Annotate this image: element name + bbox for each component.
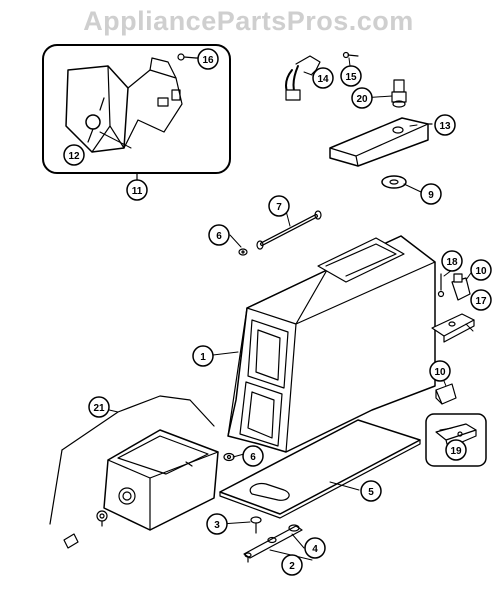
nut-6-upper-part[interactable] bbox=[238, 248, 248, 256]
rod-7-part[interactable] bbox=[256, 210, 322, 250]
bracket-17-part[interactable] bbox=[431, 313, 475, 343]
callout-12[interactable]: 12 bbox=[63, 144, 85, 166]
spacer-4-part[interactable] bbox=[267, 524, 300, 544]
knob-fastener-part[interactable] bbox=[96, 510, 108, 527]
callout-15[interactable]: 15 bbox=[340, 65, 362, 87]
callout-16[interactable]: 16 bbox=[197, 48, 219, 70]
svg-text:10: 10 bbox=[475, 266, 487, 277]
screw-16-part[interactable] bbox=[177, 53, 199, 61]
screw-15-part[interactable] bbox=[342, 51, 359, 59]
svg-text:17: 17 bbox=[475, 296, 487, 307]
svg-text:1: 1 bbox=[200, 352, 206, 363]
callout-17[interactable]: 17 bbox=[470, 289, 492, 311]
callout-19[interactable]: 19 bbox=[445, 439, 467, 461]
callout-1[interactable]: 1 bbox=[192, 345, 214, 367]
svg-text:11: 11 bbox=[132, 186, 143, 197]
washer-9-part[interactable] bbox=[381, 175, 407, 189]
callout-6-lower[interactable]: 6 bbox=[242, 445, 264, 467]
svg-text:7: 7 bbox=[276, 202, 282, 213]
svg-text:18: 18 bbox=[446, 257, 458, 268]
svg-text:2: 2 bbox=[289, 561, 295, 572]
knob-part[interactable] bbox=[85, 114, 101, 143]
callout-14[interactable]: 14 bbox=[312, 67, 334, 89]
watermark-text: AppliancePartsPros.com bbox=[83, 6, 414, 36]
svg-text:6: 6 bbox=[216, 231, 222, 242]
control-module-part[interactable] bbox=[65, 57, 183, 153]
svg-text:12: 12 bbox=[68, 151, 80, 162]
callout-18[interactable]: 18 bbox=[441, 250, 463, 272]
svg-text:13: 13 bbox=[439, 121, 451, 132]
callout-11[interactable]: 11 bbox=[126, 179, 148, 201]
svg-text:4: 4 bbox=[312, 544, 318, 555]
svg-text:5: 5 bbox=[368, 487, 374, 498]
callout-7[interactable]: 7 bbox=[268, 195, 290, 217]
callout-10-upper[interactable]: 10 bbox=[470, 259, 492, 281]
callout-2[interactable]: 2 bbox=[281, 554, 303, 576]
svg-text:10: 10 bbox=[434, 367, 446, 378]
callout-4[interactable]: 4 bbox=[304, 537, 326, 559]
drawer-21-part[interactable] bbox=[103, 429, 219, 531]
callout-6-upper[interactable]: 6 bbox=[208, 224, 230, 246]
inset-19-part[interactable] bbox=[425, 413, 487, 467]
screw-18-part[interactable] bbox=[437, 273, 445, 298]
svg-text:16: 16 bbox=[202, 55, 214, 66]
drawer-bracket-line bbox=[49, 395, 215, 525]
svg-text:3: 3 bbox=[214, 520, 220, 531]
svg-text:14: 14 bbox=[317, 74, 329, 85]
callout-13[interactable]: 13 bbox=[434, 114, 456, 136]
callout-5[interactable]: 5 bbox=[360, 480, 382, 502]
svg-text:21: 21 bbox=[93, 403, 105, 414]
callout-9[interactable]: 9 bbox=[420, 183, 442, 205]
callout-3[interactable]: 3 bbox=[206, 513, 228, 535]
callout-10-lower[interactable]: 10 bbox=[429, 360, 451, 382]
switch-10-upper-part[interactable] bbox=[451, 273, 471, 301]
screw-3-part[interactable] bbox=[250, 516, 262, 534]
cover-plate-13-part[interactable] bbox=[329, 117, 433, 167]
svg-text:6: 6 bbox=[250, 452, 256, 463]
callout-21[interactable]: 21 bbox=[88, 396, 110, 418]
svg-text:9: 9 bbox=[428, 190, 434, 201]
main-housing-part[interactable] bbox=[227, 235, 436, 453]
callout-20[interactable]: 20 bbox=[351, 87, 373, 109]
base-plate-5-part[interactable] bbox=[219, 419, 421, 519]
svg-text:20: 20 bbox=[356, 94, 368, 105]
clip-part[interactable] bbox=[63, 533, 79, 549]
svg-text:15: 15 bbox=[345, 72, 357, 83]
fitting-20-part[interactable] bbox=[391, 79, 407, 108]
switch-10-lower-part[interactable] bbox=[435, 383, 457, 405]
svg-text:19: 19 bbox=[450, 446, 462, 457]
